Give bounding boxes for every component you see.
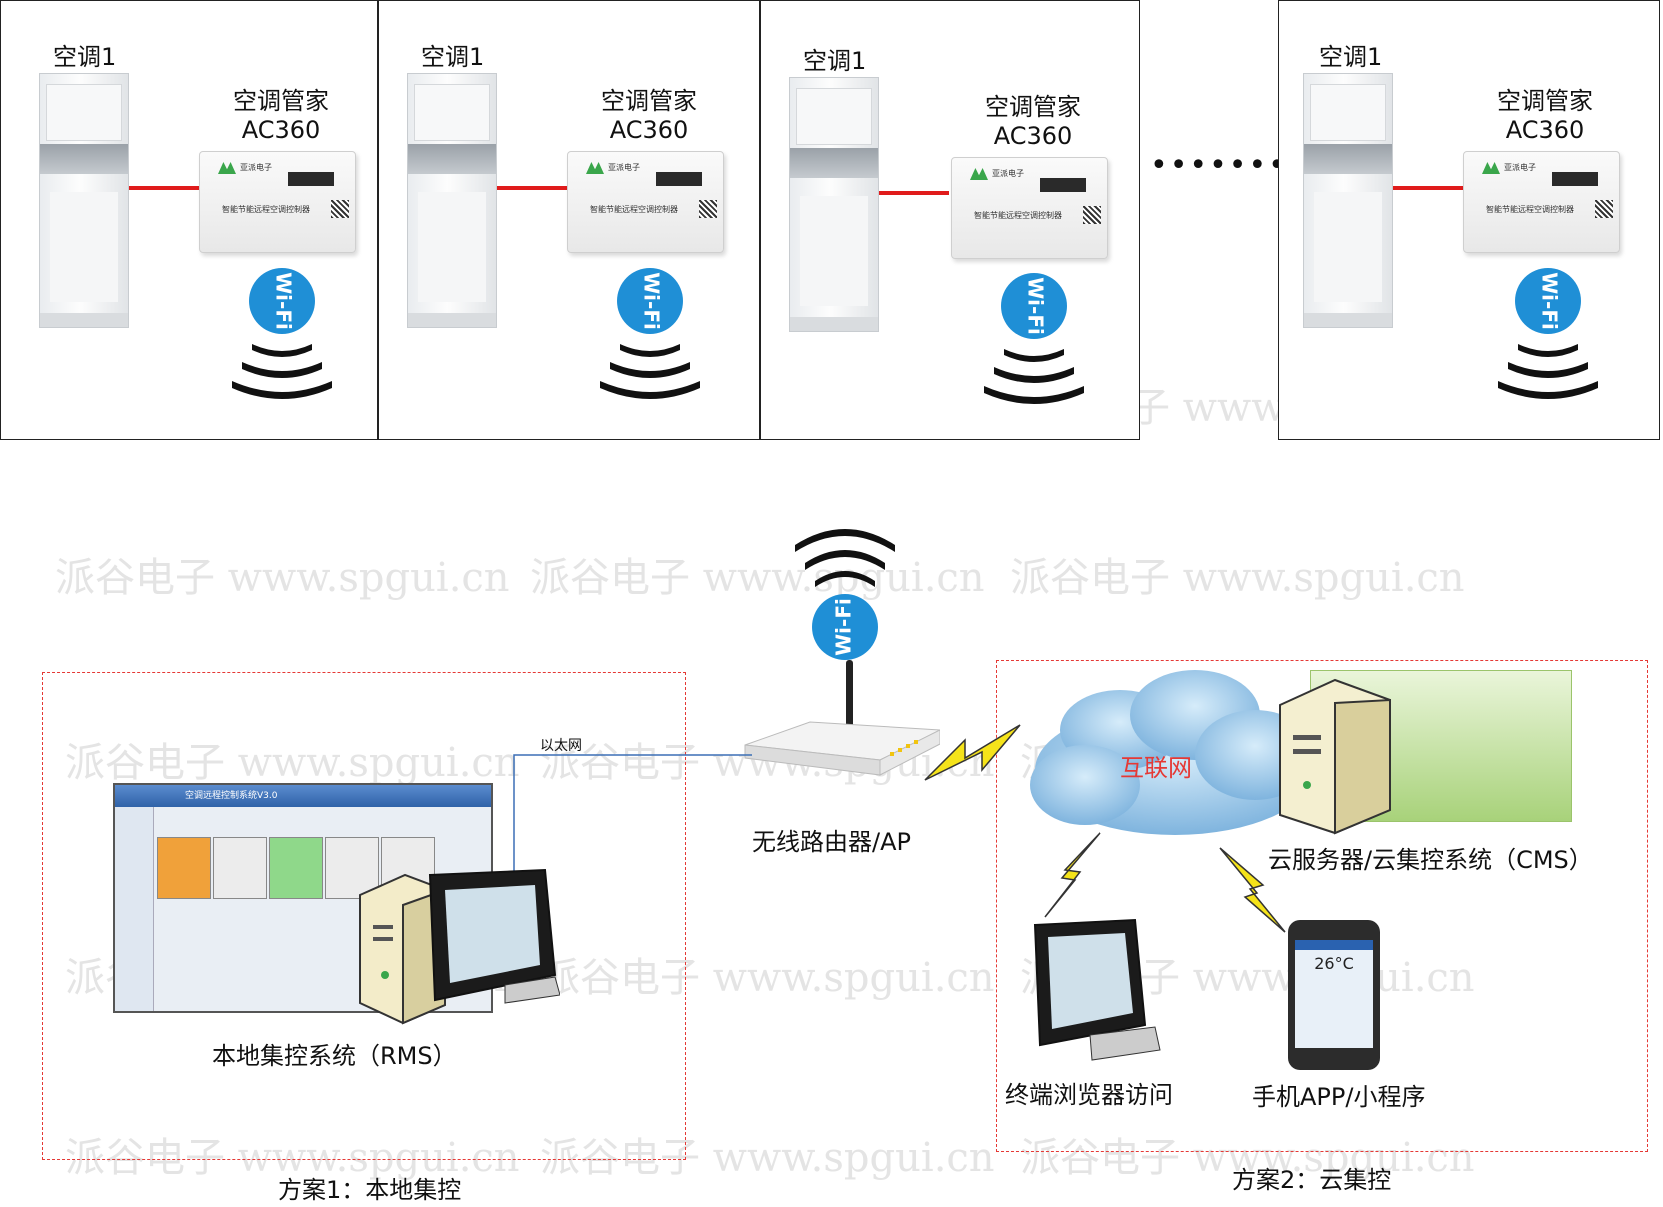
ac-connection-line	[1393, 186, 1463, 190]
internet-cloud	[1030, 670, 1315, 835]
rms-label: 本地集控系统（RMS）	[212, 1042, 457, 1070]
lightning-icon	[924, 724, 1021, 781]
router-image	[744, 660, 940, 776]
ac-connection-line	[497, 186, 567, 190]
server-icon	[1279, 678, 1391, 835]
computer-icon	[359, 868, 560, 1025]
browser-label: 终端浏览器访问	[1005, 1081, 1173, 1109]
air-conditioner-image	[39, 73, 129, 328]
air-conditioner-image	[1303, 73, 1393, 328]
lightning-icon	[1044, 832, 1101, 918]
browser-terminal-icon	[1033, 918, 1161, 1061]
router-wifi-icon: Wi-Fi	[795, 529, 895, 660]
wifi-icon: Wi-Fi	[232, 268, 332, 399]
local-scheme-box	[42, 672, 686, 1160]
ellipsis: •••••••	[1150, 148, 1288, 183]
ac-connection-line	[879, 191, 949, 195]
ac-connection-line	[129, 186, 199, 190]
air-conditioner-image	[407, 73, 497, 328]
mobile-label: 手机APP/小程序	[1252, 1083, 1426, 1111]
wifi-icon: Wi-Fi	[600, 268, 700, 399]
cloud-scheme-label: 方案2：云集控	[1232, 1166, 1392, 1194]
cms-label: 云服务器/云集控系统（CMS）	[1268, 846, 1593, 874]
svg-text:Wi-Fi: Wi-Fi	[1538, 272, 1562, 330]
ac-label: 空调1	[53, 43, 117, 71]
svg-text:Wi-Fi: Wi-Fi	[272, 272, 296, 330]
lightning-icon	[1219, 847, 1286, 933]
controller-device: 亚派电子智能节能远程空调控制器	[199, 151, 356, 253]
ac-label: 空调1	[1319, 43, 1383, 71]
ac-label: 空调1	[803, 47, 867, 75]
local-scheme-label: 方案1：本地集控	[278, 1176, 462, 1204]
router-label: 无线路由器/AP	[752, 828, 911, 856]
cloud-scheme-box	[996, 660, 1648, 1152]
controller-device: 亚派电子智能节能远程空调控制器	[567, 151, 724, 253]
air-conditioner-image	[789, 77, 879, 332]
ac-label: 空调1	[421, 43, 485, 71]
svg-text:Wi-Fi: Wi-Fi	[832, 598, 856, 656]
svg-text:Wi-Fi: Wi-Fi	[1024, 277, 1048, 335]
wifi-icon: Wi-Fi	[984, 273, 1084, 404]
svg-text:Wi-Fi: Wi-Fi	[640, 272, 664, 330]
mobile-phone-icon: 26°C	[1288, 920, 1380, 1070]
wifi-icon: Wi-Fi	[1498, 268, 1598, 399]
ethernet-label: 以太网	[540, 738, 582, 754]
controller-device: 亚派电子智能节能远程空调控制器	[951, 157, 1108, 259]
internet-label: 互联网	[1120, 754, 1192, 782]
controller-device: 亚派电子智能节能远程空调控制器	[1463, 151, 1620, 253]
